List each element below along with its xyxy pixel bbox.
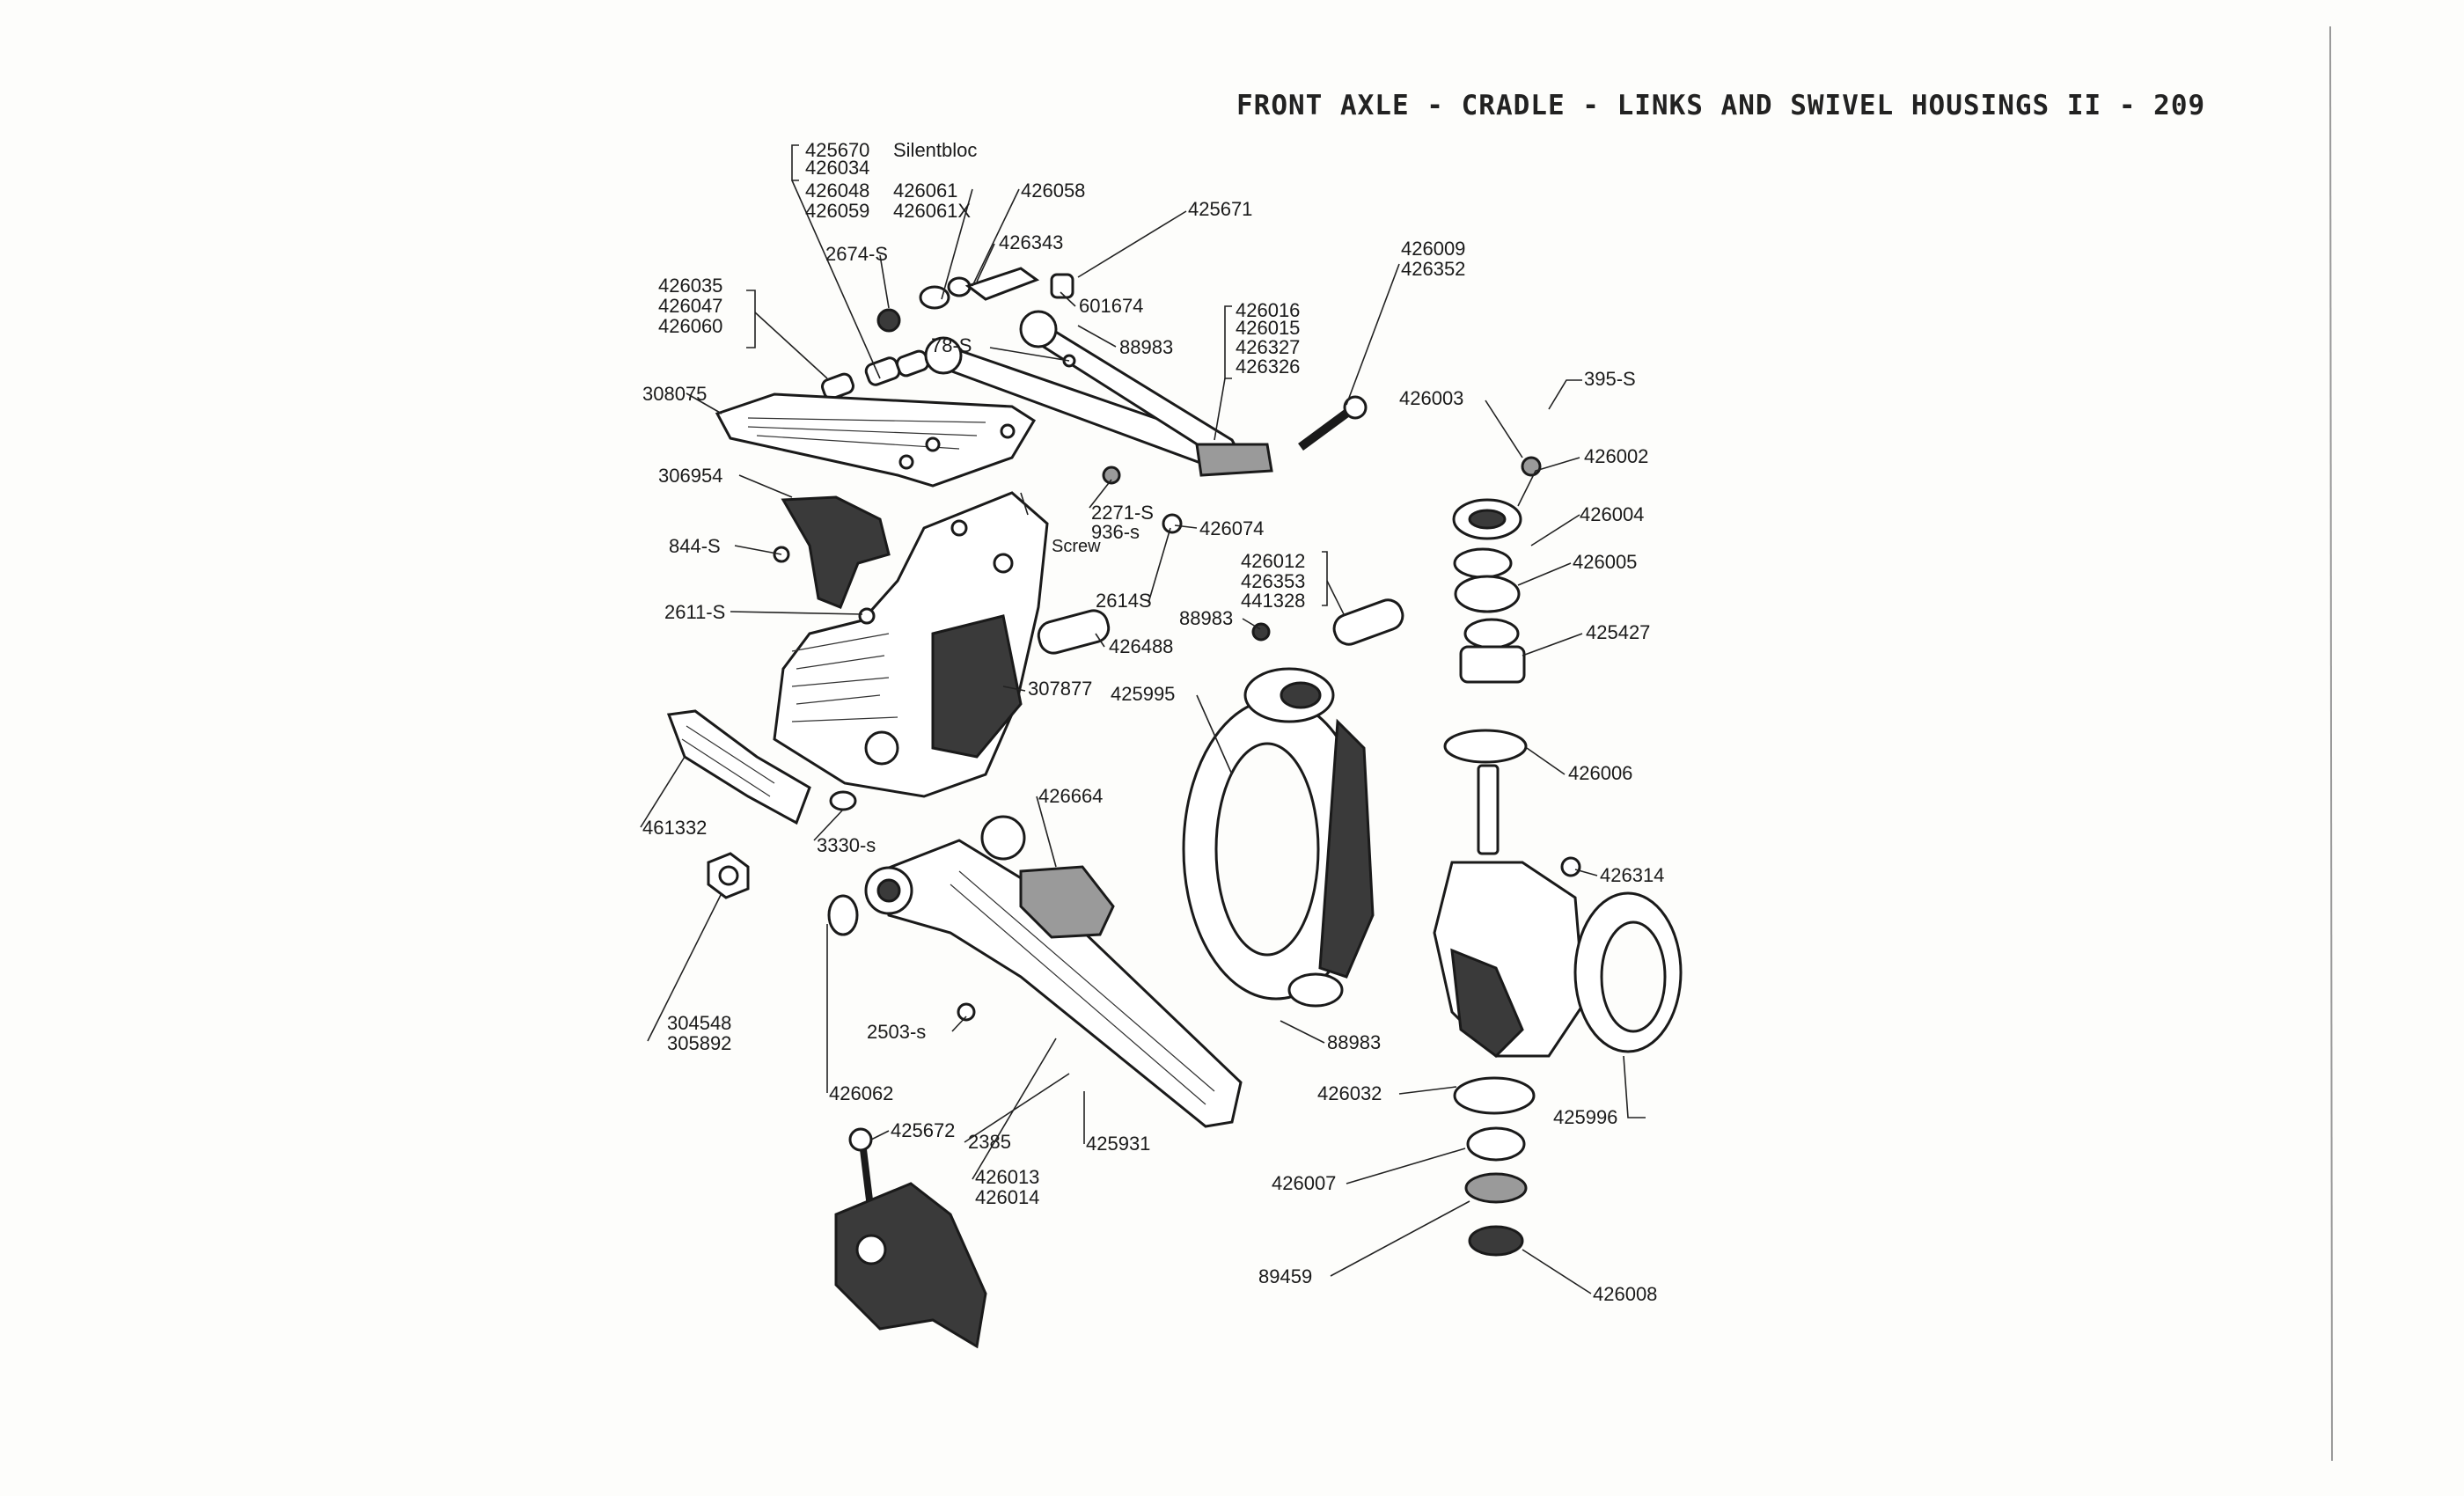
label-441328: 441328 (1241, 590, 1305, 612)
bracket-306954 (781, 495, 891, 609)
label-426327: 426327 (1236, 336, 1300, 358)
label-426060: 426060 (658, 315, 722, 337)
leader-lines (640, 144, 1646, 1294)
label-426047: 426047 (658, 295, 722, 317)
label-426014: 426014 (975, 1186, 1039, 1208)
label-305892: 305892 (667, 1032, 731, 1054)
swivel-housing-425996 (1433, 764, 1683, 1058)
label-425931: 425931 (1086, 1133, 1150, 1155)
label-426061x: 426061X (893, 200, 971, 222)
label-2674s: 2674-S (825, 243, 888, 265)
label-425995: 425995 (1111, 683, 1175, 705)
lower-link-arm (827, 815, 1243, 1128)
label-426353: 426353 (1241, 570, 1305, 592)
label-426326: 426326 (1236, 356, 1300, 378)
cradle-plate (715, 392, 1037, 488)
label-425670: 425670 (805, 139, 869, 161)
label-426059: 426059 (805, 200, 869, 222)
label-2385: 2385 (968, 1131, 1011, 1153)
part-labels: 425670 Silentbloc 426034 426048 426061 4… (642, 139, 1664, 1305)
label-2503s: 2503-s (867, 1021, 926, 1043)
label-2271s: 2271-S (1091, 502, 1154, 524)
label-426006: 426006 (1568, 762, 1632, 784)
label-426016: 426016 (1236, 299, 1300, 321)
label-426352: 426352 (1401, 258, 1465, 280)
label-426488: 426488 (1109, 635, 1173, 657)
label-426058: 426058 (1021, 180, 1085, 202)
label-426013: 426013 (975, 1166, 1039, 1188)
label-2614s: 2614S (1096, 590, 1152, 612)
label-426008: 426008 (1593, 1283, 1657, 1305)
label-426015: 426015 (1236, 317, 1300, 339)
label-304548: 304548 (667, 1012, 731, 1034)
label-426074: 426074 (1199, 517, 1264, 539)
label-426005: 426005 (1573, 551, 1637, 573)
label-936s: 936-s (1091, 521, 1140, 543)
label-601674: 601674 (1079, 295, 1143, 317)
label-426314: 426314 (1600, 864, 1664, 886)
label-425427: 425427 (1586, 621, 1650, 643)
cradle-casting (773, 491, 1049, 798)
label-461332: 461332 (642, 817, 707, 839)
label-426062: 426062 (829, 1082, 893, 1104)
page-title: FRONT AXLE - CRADLE - LINKS AND SWIVEL H… (1236, 90, 2206, 121)
label-425996: 425996 (1553, 1106, 1617, 1128)
shield-461332 (666, 709, 857, 825)
steering-fork (834, 1127, 987, 1349)
lower-bearing-stack (1453, 1076, 1536, 1257)
label-89459: 89459 (1258, 1265, 1312, 1287)
swivel-ring-425995 (1182, 667, 1375, 1008)
label-307877: 307877 (1028, 678, 1092, 700)
silentbloc-bushes (821, 276, 972, 400)
label-426012: 426012 (1241, 550, 1305, 572)
label-426034: 426034 (805, 157, 869, 179)
upper-link-arms (924, 267, 1273, 477)
label-306954: 306954 (658, 465, 722, 487)
label-425671: 425671 (1188, 198, 1252, 220)
nut-304548 (707, 852, 750, 899)
swivel-bearing-stack (1443, 456, 1542, 764)
label-308075: 308075 (642, 383, 707, 405)
label-426009: 426009 (1401, 238, 1465, 260)
label-395s: 395-S (1584, 368, 1636, 390)
label-425672: 425672 (891, 1119, 955, 1141)
label-426007: 426007 (1272, 1172, 1336, 1194)
label-426032: 426032 (1317, 1082, 1382, 1104)
label-426061: 426061 (893, 180, 957, 202)
label-silentbloc: Silentbloc (893, 139, 977, 161)
label-844s: 844-S (669, 535, 721, 557)
label-426003: 426003 (1399, 387, 1463, 409)
bolt-426009 (1298, 395, 1368, 451)
label-88983-top: 88983 (1119, 336, 1173, 358)
pad-426664 (1019, 865, 1115, 939)
page-margin-rule (2329, 26, 2333, 1462)
label-426002: 426002 (1584, 445, 1648, 467)
bushes-middle (1037, 598, 1404, 655)
label-3330s: 3330-s (817, 834, 876, 856)
label-426004: 426004 (1580, 503, 1644, 525)
label-2611s: 2611-S (664, 601, 725, 623)
label-88983-mid: 88983 (1179, 607, 1233, 629)
label-426035: 426035 (658, 275, 722, 297)
label-426048: 426048 (805, 180, 869, 202)
label-88983-low: 88983 (1327, 1031, 1381, 1053)
label-426664: 426664 (1038, 785, 1103, 807)
label-426343: 426343 (999, 231, 1063, 253)
label-screw: Screw (1052, 537, 1101, 556)
label-78s: 78-S (931, 334, 972, 356)
